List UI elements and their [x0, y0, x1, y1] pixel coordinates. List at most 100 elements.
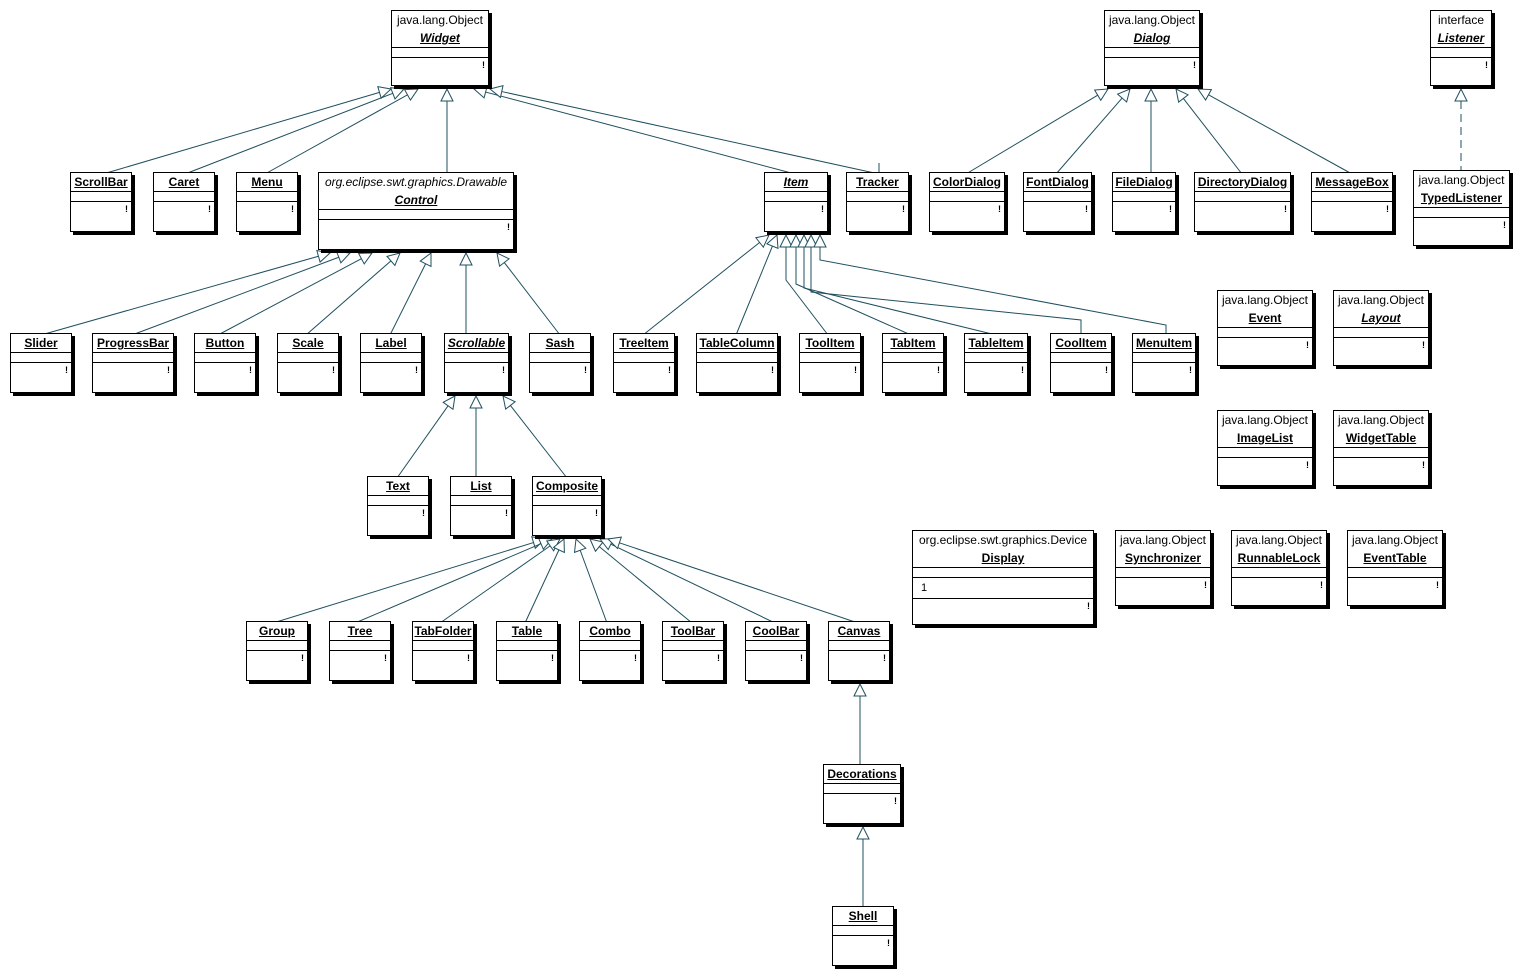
edge-text-to-scrollable: [396, 405, 449, 479]
generalization-arrowhead-icon: [377, 86, 393, 100]
class-name: Layout: [1361, 311, 1401, 325]
class-tabfolder[interactable]: TabFolder!: [412, 621, 474, 681]
class-messagebox[interactable]: MessageBox!: [1311, 172, 1393, 232]
class-menuitem[interactable]: MenuItem!: [1132, 333, 1196, 393]
edge-coolitem-to-item: [810, 247, 1082, 335]
edge-coolbar-to-composite: [610, 543, 776, 624]
class-sash[interactable]: Sash!: [529, 333, 591, 393]
corner-marker-icon: !: [717, 653, 720, 663]
class-tracker[interactable]: Tracker!: [846, 172, 909, 232]
class-name: Menu: [251, 175, 283, 189]
generalization-arrowhead-icon: [496, 252, 511, 268]
class-name: Canvas: [837, 624, 881, 638]
attributes-compartment: [237, 191, 297, 201]
attributes-compartment: [697, 352, 777, 362]
class-table[interactable]: Table!: [496, 621, 558, 681]
class-composite[interactable]: Composite!: [532, 476, 602, 536]
corner-marker-icon: !: [1386, 204, 1389, 214]
edge-treeitem-to-item: [642, 242, 760, 336]
class-tabitem[interactable]: TabItem!: [882, 333, 944, 393]
class-progressbar[interactable]: ProgressBar!: [92, 333, 174, 393]
class-tablecolumn[interactable]: TableColumn!: [696, 333, 778, 393]
corner-marker-icon: !: [887, 938, 890, 948]
class-item[interactable]: Item!: [764, 172, 828, 232]
class-name: Slider: [24, 336, 58, 350]
class-colordialog[interactable]: ColorDialog!: [929, 172, 1005, 232]
attributes-compartment: [1218, 327, 1312, 337]
generalization-arrowhead-icon: [589, 538, 604, 553]
class-name: Label: [375, 336, 407, 350]
class-scrollable[interactable]: Scrollable!: [444, 333, 509, 393]
generalization-arrowhead-icon: [386, 252, 401, 267]
class-toolitem[interactable]: ToolItem!: [799, 333, 861, 393]
methods-compartment: !: [746, 650, 806, 663]
class-slider[interactable]: Slider!: [10, 333, 72, 393]
generalization-arrowhead-icon: [1093, 88, 1109, 102]
edge-tabfolder-to-composite: [439, 545, 551, 624]
corner-marker-icon: !: [291, 204, 294, 214]
class-shell[interactable]: Shell!: [832, 906, 894, 966]
methods-compartment: !: [614, 362, 674, 375]
class-toolbar[interactable]: ToolBar!: [662, 621, 724, 681]
class-group[interactable]: Group!: [246, 621, 308, 681]
class-coolitem[interactable]: CoolItem!: [1050, 333, 1112, 393]
class-menu[interactable]: Menu!: [236, 172, 298, 232]
class-directorydialog[interactable]: DirectoryDialog!: [1194, 172, 1291, 232]
class-name: MenuItem: [1135, 336, 1192, 350]
class-canvas[interactable]: Canvas!: [828, 621, 890, 681]
edge-scale-to-control: [305, 260, 392, 336]
edge-sash-to-control: [503, 262, 561, 336]
class-text[interactable]: Text!: [367, 476, 429, 536]
class-name: TreeItem: [619, 336, 669, 350]
class-stereotype: java.lang.Object: [1351, 533, 1439, 547]
class-name: EventTable: [1363, 551, 1427, 565]
class-fontdialog[interactable]: FontDialog!: [1023, 172, 1092, 232]
class-list[interactable]: List!: [450, 476, 512, 536]
class-caret[interactable]: Caret!: [153, 172, 215, 232]
class-decorations[interactable]: Decorations!: [823, 764, 901, 824]
class-tree[interactable]: Tree!: [329, 621, 391, 681]
methods-compartment: !: [1348, 577, 1442, 590]
class-tableitem[interactable]: TableItem!: [964, 333, 1028, 393]
class-button[interactable]: Button!: [194, 333, 256, 393]
class-combo[interactable]: Combo!: [579, 621, 641, 681]
class-scrollbar[interactable]: ScrollBar!: [70, 172, 132, 232]
generalization-arrowhead-icon: [469, 394, 483, 409]
class-name: List: [470, 479, 492, 493]
methods-compartment: !: [824, 793, 900, 806]
class-name: Tracker: [856, 175, 899, 189]
generalization-arrowhead-icon: [389, 87, 406, 100]
class-filedialog[interactable]: FileDialog!: [1112, 172, 1176, 232]
class-name: FileDialog: [1115, 175, 1173, 189]
class-coolbar[interactable]: CoolBar!: [745, 621, 807, 681]
generalization-arrowhead-icon: [357, 252, 373, 265]
corner-marker-icon: !: [1189, 365, 1192, 375]
methods-compartment: !: [930, 201, 1004, 214]
class-label[interactable]: Label!: [360, 333, 422, 393]
attributes-compartment: [93, 352, 173, 362]
generalization-arrowhead-icon: [316, 249, 332, 263]
generalization-arrowhead-icon: [813, 233, 827, 248]
class-name: Combo: [589, 624, 631, 638]
class-treeitem[interactable]: TreeItem!: [613, 333, 675, 393]
generalization-arrowhead-icon: [403, 88, 419, 102]
class-scale[interactable]: Scale!: [277, 333, 339, 393]
attributes-compartment: [1312, 191, 1392, 201]
attributes-compartment: [451, 495, 511, 505]
corner-marker-icon: !: [1087, 601, 1090, 611]
corner-marker-icon: !: [1204, 580, 1207, 590]
